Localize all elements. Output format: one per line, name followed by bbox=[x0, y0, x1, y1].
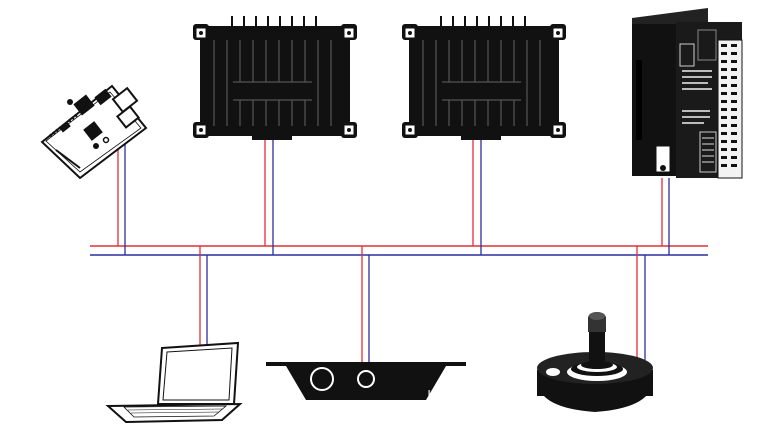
single-board-computer-icon bbox=[40, 84, 148, 180]
sensor-bar-label-left: R bbox=[294, 389, 300, 398]
laptop-icon bbox=[105, 341, 243, 424]
motor-controller-icon bbox=[402, 16, 566, 140]
joystick-icon bbox=[537, 312, 653, 412]
sensor-bar-label-right: L bbox=[428, 389, 433, 398]
motor-controller-icon bbox=[193, 16, 357, 140]
bus bbox=[90, 245, 708, 256]
plc-module-icon bbox=[632, 8, 743, 179]
drop-lines bbox=[117, 140, 670, 363]
sensor-bar-icon: R L bbox=[266, 362, 466, 400]
